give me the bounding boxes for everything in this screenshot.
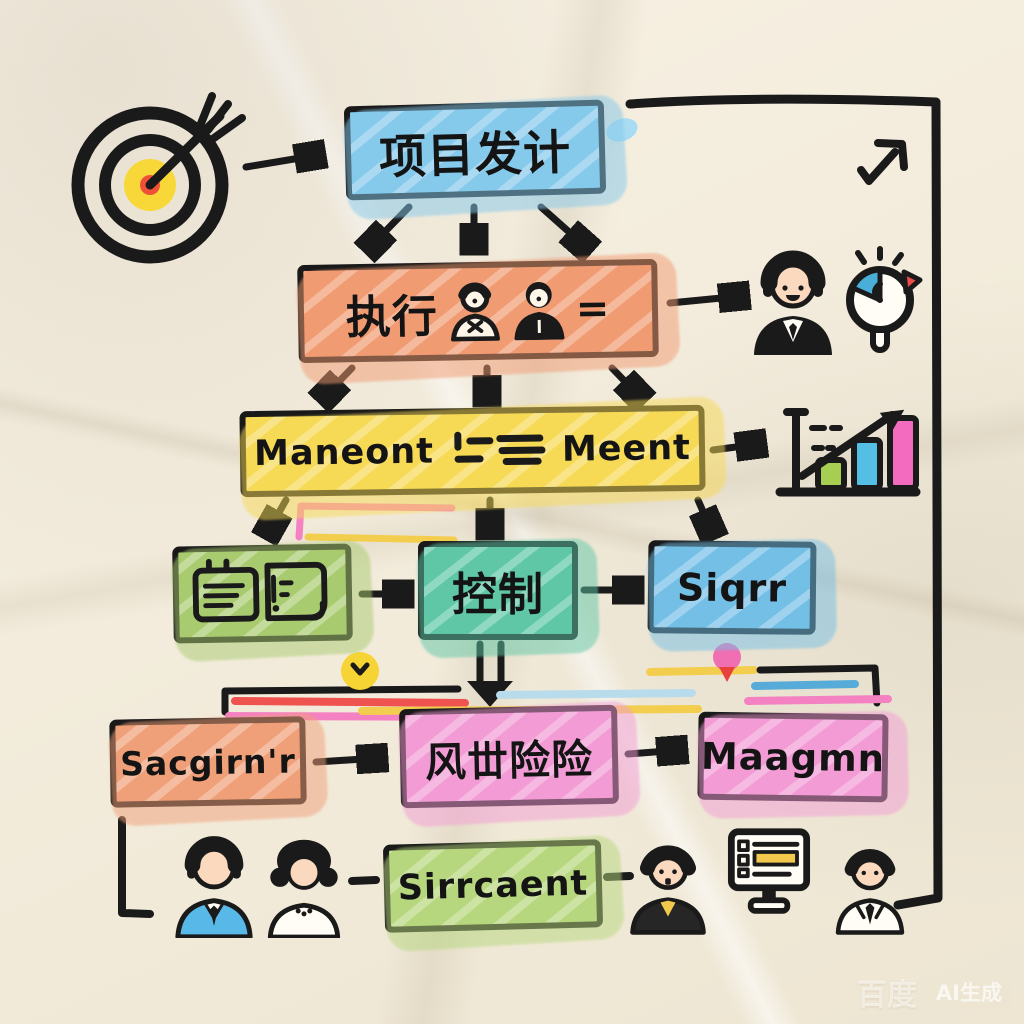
- watermark-brand: 百度: [856, 978, 917, 1013]
- node-siqrr: Siqrr: [647, 540, 817, 635]
- monitor-icon: [727, 828, 811, 914]
- node-label-right: Meent: [561, 427, 692, 470]
- node-label-left: Maneont: [253, 431, 435, 475]
- bar-chart-icon: [775, 408, 921, 497]
- node-label: Sacgirn'r: [119, 740, 297, 784]
- man-blue-shirt-icon: [175, 836, 253, 938]
- watermark: 百度 AI生成: [857, 970, 1012, 1014]
- woman-icon: [267, 839, 341, 938]
- node-control: 控制: [418, 541, 578, 640]
- node-risk: 风丗险险: [398, 704, 620, 809]
- node-label: 控制: [451, 568, 544, 621]
- node-label: Siqrr: [676, 564, 788, 611]
- node-documents: [172, 543, 353, 644]
- person-filled-icon: [514, 281, 565, 341]
- person-outline-icon: [450, 282, 500, 342]
- northeast-arrow-icon: [857, 139, 908, 185]
- node-maagmn: Maagmn: [697, 711, 889, 803]
- node-execute: 执行 =: [297, 258, 659, 364]
- equals-sign: =: [575, 285, 611, 333]
- node-label: Sirrcaent: [397, 863, 589, 909]
- node-label: 项目发计: [378, 124, 572, 186]
- node-label: 风丗险险: [424, 734, 594, 787]
- node-sacgirnr: Sacgirn'r: [109, 716, 307, 808]
- node-label: 执行: [345, 289, 439, 344]
- notepad-page-icon: [192, 558, 327, 622]
- node-project-plan: 项目发计: [343, 99, 607, 201]
- target-icon: [71, 92, 246, 264]
- person-yellow-collar-icon: [630, 845, 706, 935]
- node-management: Maneont Meent: [239, 404, 706, 498]
- man-tie-icon: [835, 849, 905, 935]
- businessman-icon: [754, 250, 832, 355]
- pie-chart-icon: [846, 246, 923, 353]
- node-sirrcaent: Sirrcaent: [382, 839, 604, 933]
- node-label: Maagmn: [700, 734, 886, 780]
- checklist-icon: [454, 431, 546, 466]
- watermark-badge: AI生成: [925, 974, 1012, 1010]
